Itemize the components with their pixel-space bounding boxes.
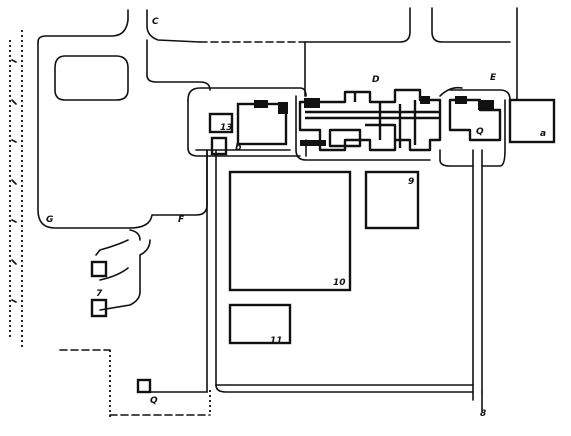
gate-label-mid: F (178, 215, 185, 225)
building-label-7: 7 (96, 289, 103, 299)
building-9: 9 (364, 170, 420, 230)
area-label-e: E (490, 73, 497, 83)
central-building-complex: D (298, 75, 442, 152)
building-label-b: b (235, 143, 242, 153)
building-label-q: Q (150, 396, 158, 406)
gate-label-left: G (46, 215, 53, 225)
road-end-label: 8 (480, 409, 486, 419)
building-label-a: a (540, 129, 546, 139)
south-gate-building: Q (136, 378, 158, 406)
west-boundary (9, 30, 23, 350)
building-label-10: 10 (333, 278, 346, 288)
east-building-cluster: E a (448, 73, 556, 144)
building-label-11: 11 (270, 336, 283, 346)
northwest-loop-road (37, 9, 306, 229)
area-label-c: C (152, 17, 159, 27)
southwest-road (59, 349, 211, 420)
west-cluster-buildings: 13 b (208, 100, 288, 156)
north-plaza-road (146, 7, 518, 101)
area-label-d: D (372, 75, 380, 85)
west-margin-ticks (11, 59, 17, 303)
main-north-south-roads (149, 149, 483, 411)
building-label-q-east: Q (476, 127, 484, 137)
building-10: 10 (228, 170, 352, 292)
building-label-13: 13 (220, 123, 233, 133)
central-cluster-roads (187, 86, 511, 167)
building-11: 11 (228, 303, 292, 346)
west-access-road (95, 149, 208, 311)
west-small-buildings: 7 (90, 260, 108, 318)
building-label-9: 9 (408, 177, 414, 187)
